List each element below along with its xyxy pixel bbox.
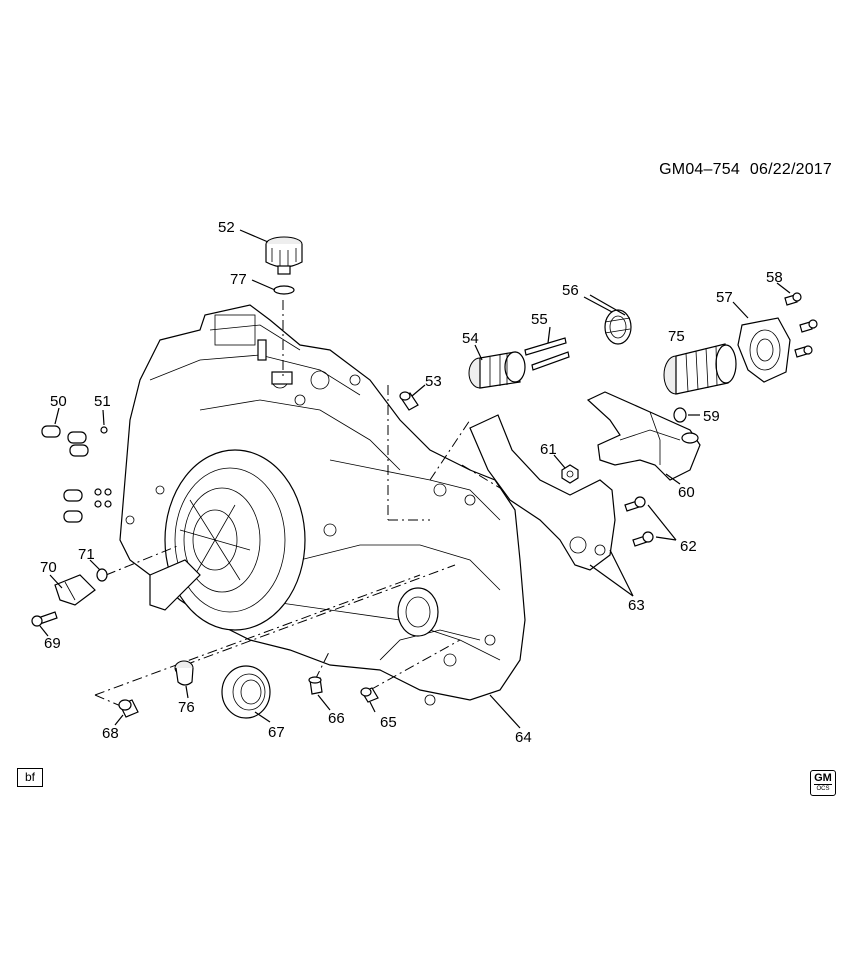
part-51-rings xyxy=(94,426,112,508)
callout-71: 71 xyxy=(78,546,95,563)
part-76-plug xyxy=(174,660,194,686)
callout-59: 59 xyxy=(703,408,720,425)
part-65-plug xyxy=(360,687,379,703)
part-66-fitting xyxy=(308,676,323,695)
callout-55: 55 xyxy=(531,311,548,328)
part-77-oring xyxy=(273,285,295,295)
callout-53: 53 xyxy=(425,373,442,390)
diagram-code: GM04–754 xyxy=(659,161,740,178)
part-53-plug xyxy=(399,391,419,411)
diagram-header: GM04–754 06/22/2017 xyxy=(659,161,832,179)
part-60-actuator xyxy=(586,391,701,481)
callout-57: 57 xyxy=(716,289,733,306)
callout-75: 75 xyxy=(668,328,685,345)
part-63-lever xyxy=(469,414,616,571)
part-59-oring xyxy=(673,407,687,423)
part-67-seal xyxy=(221,665,271,719)
part-55-bolts xyxy=(524,337,570,371)
callout-58: 58 xyxy=(766,269,783,286)
part-68-plug xyxy=(118,699,139,718)
callout-60: 60 xyxy=(678,484,695,501)
callout-62: 62 xyxy=(680,538,697,555)
part-58-bolts xyxy=(784,292,818,358)
callout-67: 67 xyxy=(268,724,285,741)
callout-54: 54 xyxy=(462,330,479,347)
callout-52: 52 xyxy=(218,219,235,236)
part-71-oring xyxy=(96,568,108,582)
assembly-lines xyxy=(94,300,521,711)
callout-56: 56 xyxy=(562,282,579,299)
callout-64: 64 xyxy=(515,729,532,746)
bf-badge: bf xyxy=(17,768,43,787)
callout-77: 77 xyxy=(230,271,247,288)
diagram-date: 06/22/2017 xyxy=(749,161,832,178)
part-61-nut xyxy=(561,464,579,484)
part-70-sensor xyxy=(54,574,96,606)
callout-66: 66 xyxy=(328,710,345,727)
callout-65: 65 xyxy=(380,714,397,731)
callout-labels: 52 77 53 54 55 56 57 58 75 59 61 60 62 6… xyxy=(40,219,783,746)
callout-63: 63 xyxy=(628,597,645,614)
callout-61: 61 xyxy=(540,441,557,458)
part-56-seals xyxy=(604,309,632,345)
part-57-cover xyxy=(737,317,791,383)
part-75-filter xyxy=(663,343,737,395)
gm-logo-subtext: OCS xyxy=(816,786,830,792)
callout-70: 70 xyxy=(40,559,57,576)
transmission-case xyxy=(119,304,526,706)
callout-68: 68 xyxy=(102,725,119,742)
callout-69: 69 xyxy=(44,635,61,652)
leader-lines xyxy=(39,229,791,729)
callout-76: 76 xyxy=(178,699,195,716)
part-52-cap xyxy=(265,236,303,275)
callout-51: 51 xyxy=(94,393,111,410)
part-50-dowels xyxy=(41,425,89,523)
gm-logo: GM OCS xyxy=(810,770,836,796)
callout-50: 50 xyxy=(50,393,67,410)
part-69-bolt xyxy=(31,611,58,627)
part-62-bolts xyxy=(624,496,654,547)
part-54-solenoid xyxy=(468,351,526,389)
gm-logo-text: GM xyxy=(814,772,832,785)
